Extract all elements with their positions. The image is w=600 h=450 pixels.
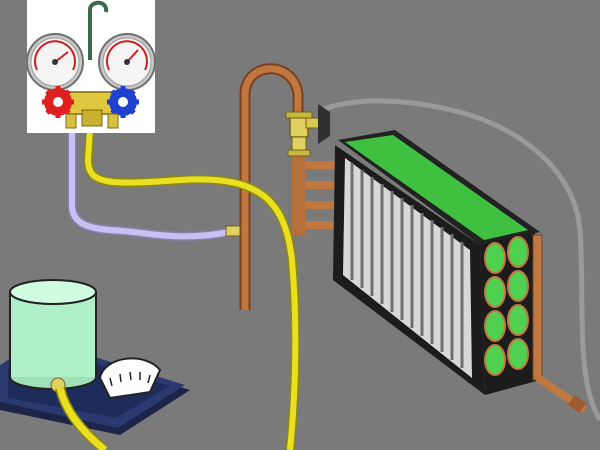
gray-wire: [321, 98, 600, 422]
high-pressure-gauge-icon: [98, 33, 156, 91]
high-side-knob-icon: [107, 86, 139, 118]
service-valve-icon: [285, 104, 330, 157]
coil-inlet-pipes: [292, 150, 345, 235]
hose-fitting-icon: [225, 225, 241, 237]
manifold-gauge-set: [26, 0, 156, 133]
coil-fins: [343, 158, 472, 378]
low-side-knob-icon: [42, 86, 74, 118]
evaporator-coil: [333, 130, 588, 414]
scale-dial-icon: [98, 357, 162, 400]
refrigerant-tank: [9, 279, 97, 393]
coil-tube-ends: [484, 236, 529, 376]
low-pressure-gauge-icon: [26, 33, 84, 91]
